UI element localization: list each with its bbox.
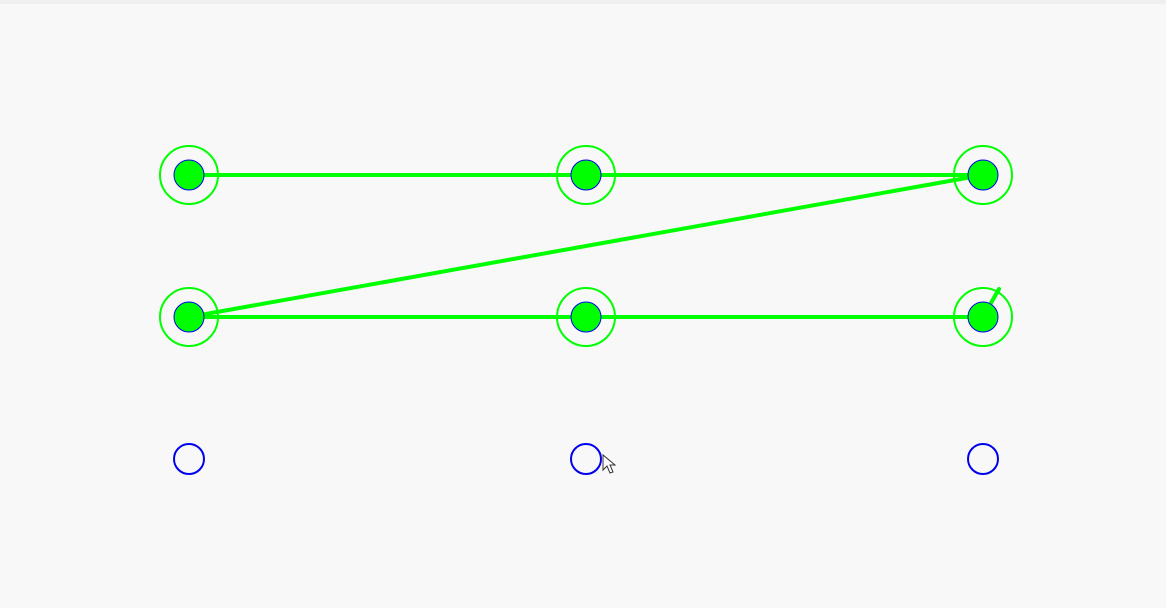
arrow-cursor-icon — [602, 453, 617, 474]
node-selected-ring — [953, 145, 1013, 205]
pattern-node-9[interactable] — [967, 443, 999, 475]
node-dot — [967, 443, 999, 475]
pattern-node-4[interactable] — [556, 145, 616, 205]
node-selected-ring — [556, 287, 616, 347]
pattern-grid — [159, 145, 1013, 475]
pattern-node-2[interactable] — [159, 287, 219, 347]
pattern-node-5[interactable] — [556, 287, 616, 347]
pattern-node-3[interactable] — [173, 443, 205, 475]
pattern-node-1[interactable] — [159, 145, 219, 205]
node-dot — [967, 159, 999, 191]
node-selected-ring — [953, 287, 1013, 347]
node-dot — [570, 443, 602, 475]
pattern-line-7-2 — [187, 173, 985, 319]
pattern-node-8[interactable] — [953, 287, 1013, 347]
pattern-connection-lines — [187, 173, 1001, 319]
node-selected-ring — [159, 287, 219, 347]
node-dot — [173, 301, 205, 333]
node-dot — [570, 301, 602, 333]
node-dot — [173, 443, 205, 475]
node-dot — [967, 301, 999, 333]
top-border-strip — [0, 0, 1166, 4]
pattern-node-6[interactable] — [570, 443, 602, 475]
node-dot — [173, 159, 205, 191]
pattern-node-7[interactable] — [953, 145, 1013, 205]
node-selected-ring — [556, 145, 616, 205]
node-selected-ring — [159, 145, 219, 205]
node-dot — [570, 159, 602, 191]
